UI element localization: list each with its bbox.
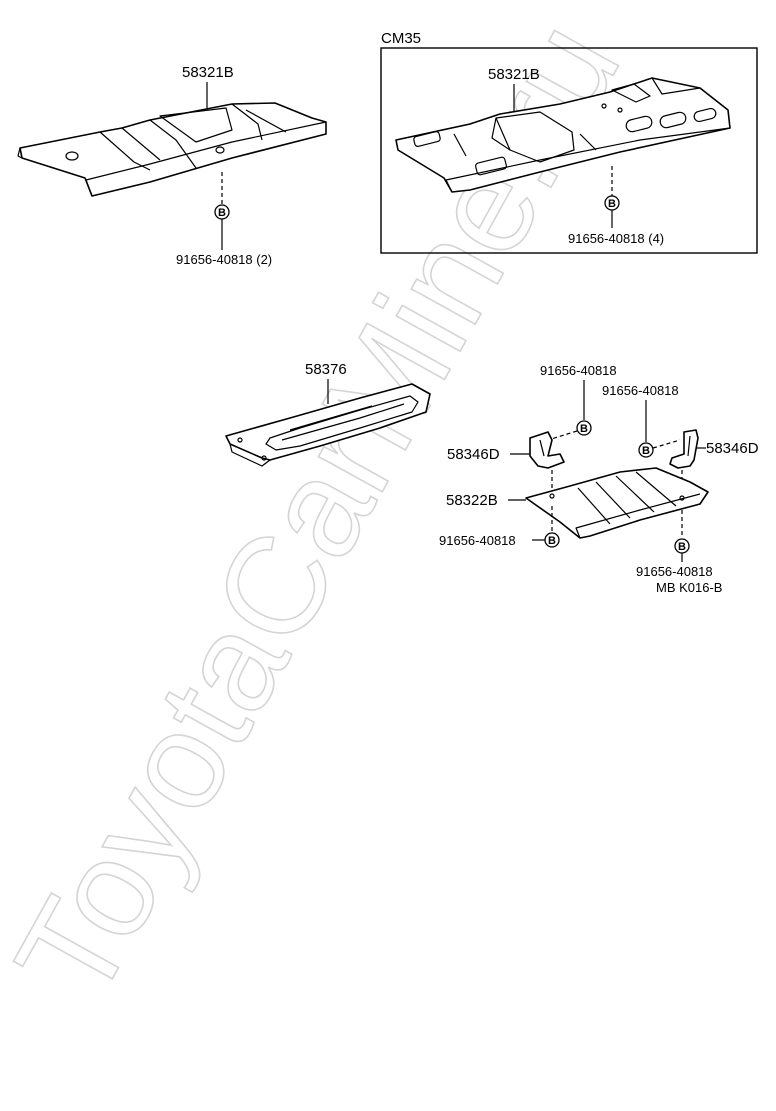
bolt-marker-symbol: B xyxy=(608,198,616,210)
cover-58322b-group: 91656-40818 B 91656-40818 B 58346D 58346… xyxy=(439,363,759,595)
bolt-marker-symbol: B xyxy=(218,207,226,219)
panel-58376-drawing xyxy=(225,383,431,467)
bolt-marker xyxy=(638,442,654,458)
part-label-58322b: 58322B xyxy=(446,492,498,509)
part-label-58321b-cm35: 58321B xyxy=(488,66,540,83)
bolt-marker-symbol: B xyxy=(580,423,588,435)
bolt-dashed-line xyxy=(652,439,681,449)
bolt-dashed-line xyxy=(547,430,578,441)
bolt-marker xyxy=(576,420,592,436)
bracket-left-drawing xyxy=(529,431,565,469)
bolt-marker-symbol: B xyxy=(548,535,556,547)
variant-label-cm35: CM35 xyxy=(381,30,421,47)
floor-plate-58321b-group: 58321B B 91656-40818 (2) xyxy=(17,64,327,267)
variant-frame xyxy=(380,47,758,254)
part-label-58376: 58376 xyxy=(305,361,347,378)
bolt-marker-symbol: B xyxy=(642,445,650,457)
catalog-code: MB K016-B xyxy=(656,580,722,595)
part-label-58321b: 58321B xyxy=(182,64,234,81)
panel-58376-group: 58376 xyxy=(225,361,431,467)
bracket-right-drawing xyxy=(669,429,699,469)
bolt-label-bottom-right: 91656-40818 xyxy=(636,564,713,579)
bolt-marker-symbol: B xyxy=(678,541,686,553)
bolt-label-top-2: 91656-40818 xyxy=(602,383,679,398)
part-label-58346d-right: 58346D xyxy=(706,440,759,457)
floor-plate-cm35-drawing xyxy=(395,77,731,193)
cm35-variant-group: CM35 58321B B 91656-40818 (4) xyxy=(380,30,758,254)
bolt-label: 91656-40818 (2) xyxy=(176,252,272,267)
bolt-label-top-1: 91656-40818 xyxy=(540,363,617,378)
bolt-label: 91656-40818 (4) xyxy=(568,231,664,246)
cover-58322b-drawing xyxy=(525,467,709,539)
bolt-label-bottom-left: 91656-40818 xyxy=(439,533,516,548)
floor-plate-drawing xyxy=(17,102,327,197)
part-label-58346d-left: 58346D xyxy=(447,446,500,463)
